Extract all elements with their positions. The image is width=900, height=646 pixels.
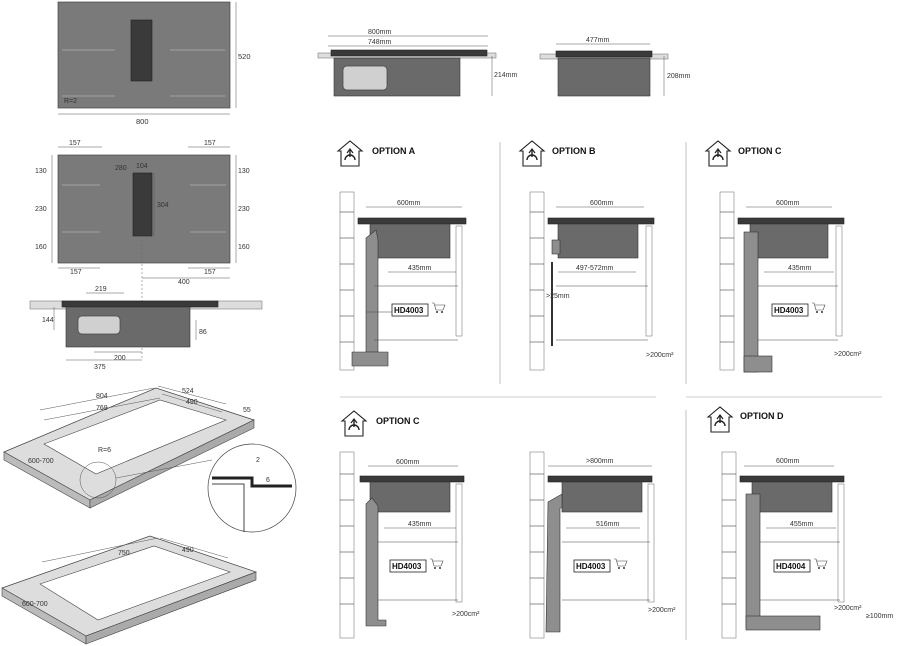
cutout2-depth-val: 490 [182, 547, 194, 554]
top-view-radius: R=2 [64, 98, 77, 105]
option-c-panel: OPTION C 600mm 435mm HD4003 >200cm² [705, 140, 862, 373]
house-icon [705, 140, 731, 167]
front-height: 214mm [494, 72, 518, 79]
top-view-width: 800 [136, 117, 149, 126]
option-b-gap: >25mm [546, 293, 570, 300]
cart-icon [431, 302, 446, 314]
cart-icon [613, 558, 628, 570]
side-dim-5: 375 [94, 364, 106, 371]
dim-left-width-bottom: 157 [70, 269, 82, 276]
cutout1-detail-b: 6 [266, 477, 270, 484]
dim-left-row1: 130 [35, 168, 47, 175]
option-c-vent: >200cm² [834, 351, 862, 358]
front-elevation: 800mm 748mm 214mm [317, 29, 518, 97]
cutout2-depth: 600-700 [22, 601, 48, 608]
dim-vent-b: 104 [136, 163, 148, 170]
cart-icon [813, 558, 828, 570]
option-d-depth: 455mm [790, 521, 814, 528]
dim-right-width-bottom: 157 [204, 269, 216, 276]
front-width-total: 800mm [368, 29, 392, 36]
cart-icon [429, 558, 444, 570]
dim-vent-a: 280 [115, 165, 127, 172]
option-c-width: 600mm [776, 200, 800, 207]
top-view-height: 520 [238, 52, 251, 61]
cutout-perspective-2: 750 490 600-700 [1, 535, 258, 645]
option-c2-vent: >200cm² [452, 611, 480, 618]
option-d-width: 600mm [776, 458, 800, 465]
side-section: 219 144 86 200 375 [29, 286, 263, 371]
option-d-title: OPTION D [740, 411, 784, 421]
option-a-width: 600mm [397, 200, 421, 207]
side-dim-1: 219 [95, 286, 107, 293]
option-c2-title: OPTION C [376, 416, 420, 426]
dim-right-row1: 130 [238, 168, 250, 175]
dim-offset: 400 [178, 279, 190, 286]
house-icon [707, 406, 733, 433]
dim-right-row3: 160 [238, 244, 250, 251]
side-dim-4: 200 [114, 355, 126, 362]
option-c3-panel: >800mm 516mm HD4003 >200cm² [529, 451, 676, 639]
option-c-model: HD4003 [774, 306, 804, 315]
option-d-clearance: ≥100mm [866, 613, 893, 620]
cutout-perspective-1: 804 769 524 490 55 600-700 R=6 2 6 [3, 385, 297, 533]
side-width: 477mm [586, 37, 610, 44]
option-b-depth: 497-572mm [576, 265, 614, 272]
house-icon [337, 140, 363, 167]
option-c3-model: HD4003 [576, 562, 606, 571]
dim-right-row2: 230 [238, 206, 250, 213]
dim-vent-height: 304 [157, 202, 169, 209]
option-b-width: 600mm [590, 200, 614, 207]
side-elevation: 477mm 208mm [539, 37, 691, 97]
option-c2-panel: OPTION C 600mm 435mm HD4003 >200cm² [339, 410, 480, 639]
option-a-model: HD4003 [394, 306, 424, 315]
option-d-panel: OPTION D 600mm 455mm HD4004 >200cm² ≥100… [707, 406, 893, 639]
option-d-vent: >200cm² [834, 605, 862, 612]
side-height: 208mm [667, 73, 691, 80]
dimensioned-hob: 157 157 280 104 304 130 230 160 130 230 … [35, 140, 250, 360]
option-c3-width: >800mm [586, 458, 614, 465]
cutout1-b: 490 [186, 399, 198, 406]
dim-right-width: 157 [204, 140, 216, 147]
cutout1-detail-a: 2 [256, 457, 260, 464]
option-c3-depth: 516mm [596, 521, 620, 528]
option-a-panel: OPTION A 600mm 435mm HD4003 [337, 140, 467, 371]
cutout1-depth: 600-700 [28, 458, 54, 465]
option-c-depth: 435mm [788, 265, 812, 272]
option-a-title: OPTION A [372, 146, 416, 156]
option-a-depth: 435mm [408, 265, 432, 272]
dim-left-row2: 230 [35, 206, 47, 213]
dim-left-row3: 160 [35, 244, 47, 251]
cart-icon [811, 302, 826, 314]
option-c2-width: 600mm [396, 459, 420, 466]
cutout2-width: 750 [118, 550, 130, 557]
house-icon [519, 140, 545, 167]
option-b-vent: >200cm² [646, 352, 674, 359]
front-width-inner: 748mm [368, 39, 392, 46]
side-dim-3: 86 [199, 329, 207, 336]
option-c2-depth: 435mm [408, 521, 432, 528]
option-c2-model: HD4003 [392, 562, 422, 571]
option-b-title: OPTION B [552, 146, 596, 156]
option-c3-vent: >200cm² [648, 607, 676, 614]
cutout1-outer: 804 [96, 393, 108, 400]
house-icon [341, 410, 367, 437]
cutout1-radius: R=6 [98, 447, 111, 454]
side-dim-2: 144 [42, 317, 54, 324]
option-b-panel: OPTION B 600mm 497-572mm >25mm >200cm² [519, 140, 674, 371]
option-c-title: OPTION C [738, 146, 782, 156]
top-view-hob: R=2 800 520 [57, 1, 251, 126]
cutout1-inner: 769 [96, 405, 108, 412]
cutout1-c: 55 [243, 407, 251, 414]
cutout1-a: 524 [182, 388, 194, 395]
option-d-model: HD4004 [776, 562, 806, 571]
dim-left-width: 157 [69, 140, 81, 147]
